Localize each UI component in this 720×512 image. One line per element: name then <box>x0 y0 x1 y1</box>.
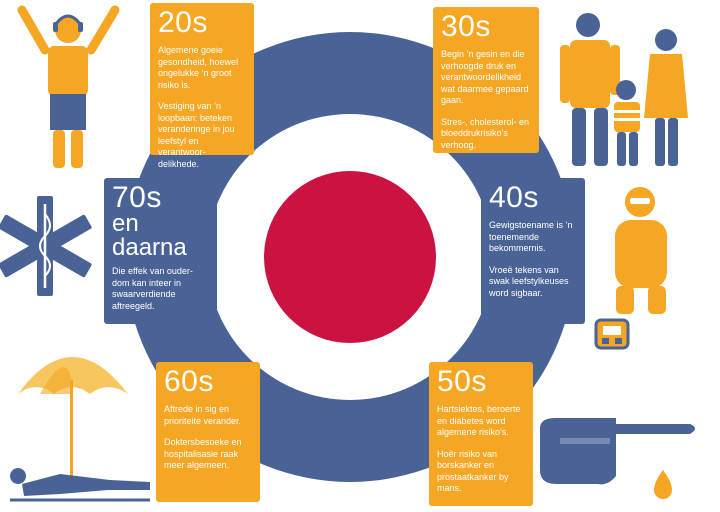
center-dot <box>264 171 436 343</box>
subheading-70s: en daarna <box>112 210 187 261</box>
raised-arms-person-icon <box>17 5 120 168</box>
card-50s: 50s Hartsiektes, beroerte en diabetes wo… <box>429 362 533 506</box>
card-70s: 70s en daarna Die effek van ouder-dom ka… <box>104 178 217 324</box>
family-icon <box>560 13 688 166</box>
heading-30s: 30s <box>441 10 491 43</box>
text-40s-1: Gewigstoename is ’n toenemende bekommern… <box>489 220 573 253</box>
beach-umbrella-icon <box>18 357 128 478</box>
heading-60s: 60s <box>164 365 214 398</box>
heading-20s: 20s <box>158 6 208 39</box>
text-60s-1: Aftrede in sig en prioriteite verander. <box>164 404 242 426</box>
text-20s-1: Algemene goeie gesondheid, hoewel ongelu… <box>158 45 239 90</box>
text-50s-2: Hoër risiko van borskanker en prostaatka… <box>437 448 509 494</box>
text-20s-2: Vestiging van ’n loopbaan: beteken veran… <box>158 101 235 169</box>
text-60s-2: Doktersbesoeke en hospitalisasie raak me… <box>164 437 242 470</box>
heading-70s: 70s <box>112 181 162 214</box>
heading-40s: 40s <box>489 181 539 214</box>
reclining-person-icon <box>10 468 150 502</box>
star-of-life-icon <box>0 196 92 296</box>
card-30s: 30s Begin ’n gesin en die verhoogde druk… <box>433 7 539 153</box>
card-20s: 20s Algemene goeie gesondheid, hoewel on… <box>150 3 254 169</box>
text-30s-2: Stres-, cholesterol- en bloeddrukrisiko’… <box>441 116 530 150</box>
blood-drop-icon <box>654 470 672 499</box>
text-50s-1: Hartsiektes, beroerte en diabetes word a… <box>437 404 521 437</box>
overweight-person-icon <box>615 187 667 314</box>
card-60s: 60s Aftrede in sig en prioriteite verand… <box>156 362 260 502</box>
bathroom-scale-icon <box>594 318 630 350</box>
card-40s: 40s Gewigstoename is ’n toenemende bekom… <box>481 178 585 324</box>
text-40s-2: Vroeë tekens van swak leefstylkeuses wor… <box>489 264 569 298</box>
text-70s-1: Die effek van ouder-dom kan inteer in sw… <box>112 266 193 311</box>
pointing-hand-icon <box>540 418 695 485</box>
heading-50s: 50s <box>437 365 487 398</box>
text-30s-1: Begin ’n gesin en die verhoogde druk en … <box>441 49 529 105</box>
